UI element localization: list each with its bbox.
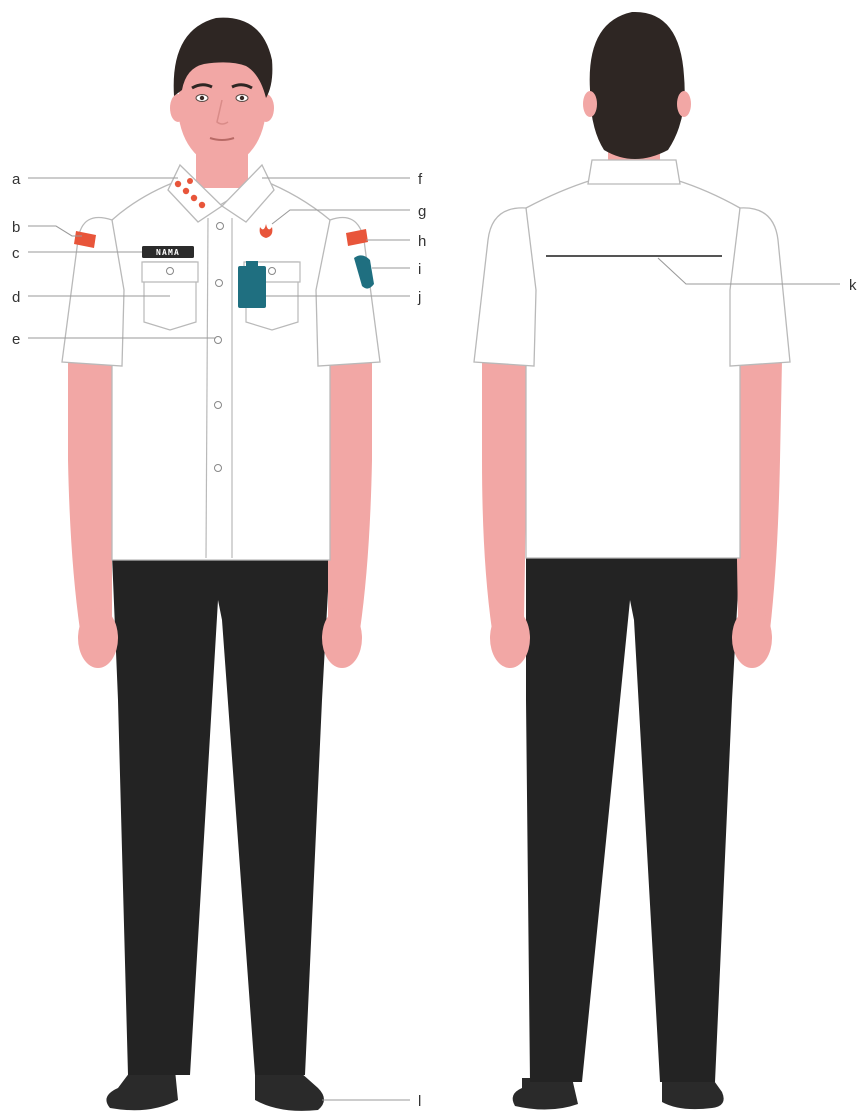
back-right-shoe <box>662 1078 724 1109</box>
back-right-hand <box>732 608 772 668</box>
front-ear-left <box>170 94 186 122</box>
left-pocket-button <box>167 268 174 275</box>
back-left-shoe <box>513 1078 578 1110</box>
collar-pin <box>187 178 193 184</box>
callout-label-g: g <box>418 203 426 220</box>
callout-label-c: c <box>12 245 20 262</box>
back-right-sleeve <box>730 208 790 366</box>
callout-label-b: b <box>12 219 20 236</box>
callout-label-j: j <box>417 289 421 306</box>
back-trousers <box>526 555 740 1082</box>
callout-label-i: i <box>418 261 421 278</box>
back-ear-right <box>677 91 691 117</box>
callout-label-k: k <box>849 277 857 294</box>
front-left-hand <box>78 608 118 668</box>
leader-line-b <box>28 226 82 236</box>
front-view-figure: NAMA <box>62 18 380 1111</box>
collar-pin <box>199 202 205 208</box>
front-pupil-left <box>200 96 204 100</box>
back-collar <box>588 160 680 184</box>
callout-label-e: e <box>12 331 20 348</box>
name-tag-text: NAMA <box>156 248 180 257</box>
front-left-shoe <box>106 1070 178 1110</box>
front-right-shoe <box>255 1070 324 1111</box>
back-shirt <box>526 180 740 558</box>
shirt-button <box>215 465 222 472</box>
back-left-hand <box>490 608 530 668</box>
front-ear-right <box>258 94 274 122</box>
collar-pin <box>175 181 181 187</box>
front-pupil-right <box>240 96 244 100</box>
shirt-button <box>216 280 223 287</box>
shirt-button <box>217 223 224 230</box>
back-left-sleeve <box>474 208 536 366</box>
id-card <box>238 266 266 308</box>
callout-label-l: l <box>418 1093 421 1110</box>
shirt-button <box>215 402 222 409</box>
id-card-clip <box>246 261 258 268</box>
collar-pin <box>191 195 197 201</box>
collar-pin <box>183 188 189 194</box>
front-right-hand <box>322 608 362 668</box>
back-ear-left <box>583 91 597 117</box>
back-view-figure <box>474 12 790 1110</box>
right-pocket-button <box>269 268 276 275</box>
back-head <box>590 12 685 159</box>
callout-label-a: a <box>12 171 21 188</box>
callout-label-d: d <box>12 289 20 306</box>
front-shirt <box>112 180 330 560</box>
callout-label-f: f <box>418 171 423 188</box>
front-trousers <box>112 555 330 1075</box>
callout-label-h: h <box>418 233 426 250</box>
